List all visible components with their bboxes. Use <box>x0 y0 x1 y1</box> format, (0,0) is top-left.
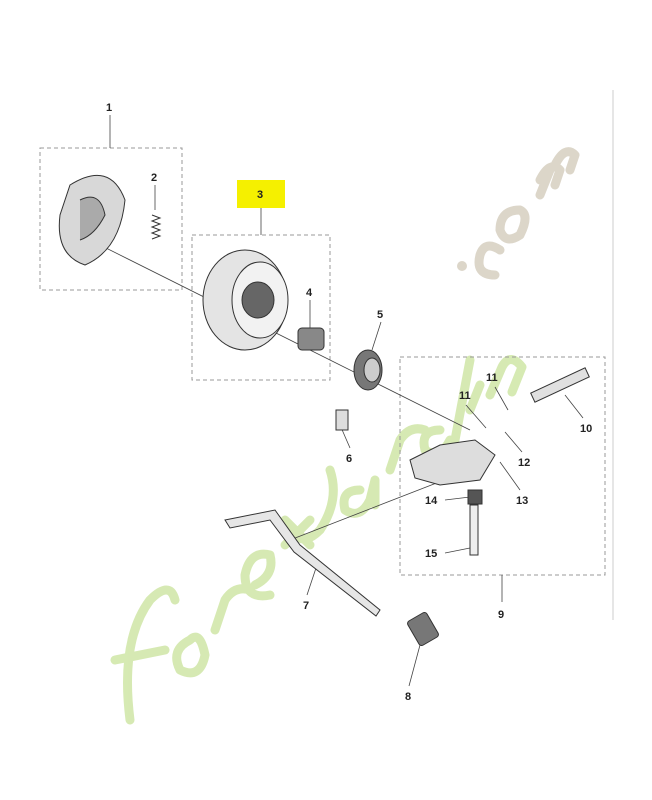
pump-piston <box>467 489 483 556</box>
callout-12[interactable]: 12 <box>518 457 530 469</box>
group-box-3 <box>191 234 331 381</box>
callout-10[interactable]: 10 <box>580 423 592 435</box>
callout-7[interactable]: 7 <box>303 600 309 612</box>
callout-6[interactable]: 6 <box>346 453 352 465</box>
needle-bearing <box>297 327 325 351</box>
callout-11b[interactable]: 11 <box>486 372 498 384</box>
callout-8[interactable]: 8 <box>405 691 411 703</box>
callout-3[interactable]: 3 <box>257 189 263 201</box>
callout-4[interactable]: 4 <box>306 287 313 299</box>
screw <box>335 409 349 431</box>
group-box-1 <box>39 147 183 291</box>
drive-shaft <box>224 509 439 647</box>
callout-5[interactable]: 5 <box>377 309 383 321</box>
clutch-assembly <box>58 175 126 266</box>
callout-15[interactable]: 15 <box>425 548 437 560</box>
callout-labels[interactable]: 1 2 3 4 5 6 7 8 9 10 11 11 12 13 14 15 <box>106 102 592 703</box>
oil-pump-body <box>409 439 496 486</box>
highlight-3 <box>237 180 285 208</box>
group-box-9 <box>399 356 606 576</box>
spring <box>150 214 162 240</box>
callout-14[interactable]: 14 <box>425 495 438 507</box>
callout-2[interactable]: 2 <box>151 172 157 184</box>
clutch-drum <box>202 249 289 351</box>
callout-9[interactable]: 9 <box>498 609 504 621</box>
callout-1[interactable]: 1 <box>106 102 112 114</box>
oil-pipe <box>530 367 590 403</box>
callout-13[interactable]: 13 <box>516 495 528 507</box>
callout-11a[interactable]: 11 <box>459 390 471 402</box>
worm-gear <box>353 349 383 391</box>
